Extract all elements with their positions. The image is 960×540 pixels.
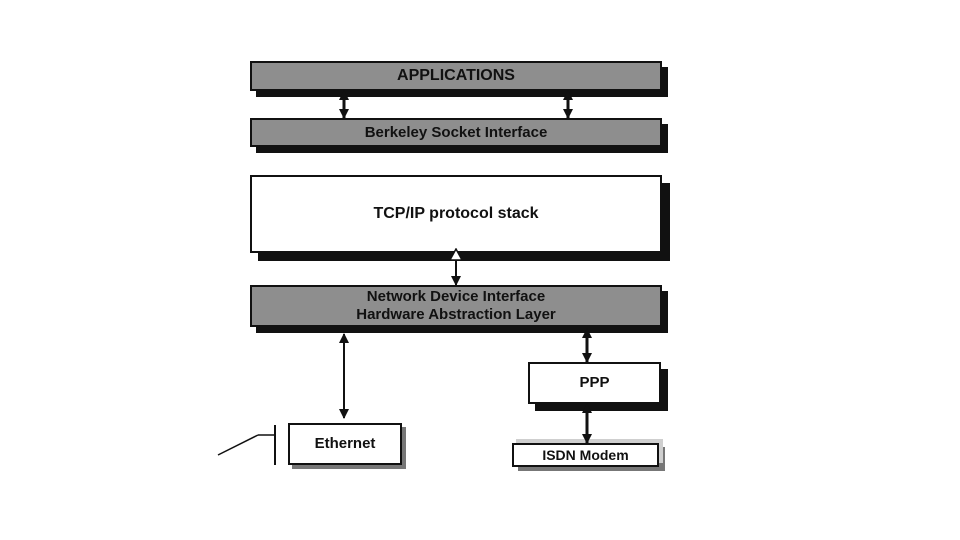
socket-interface-label: Berkeley Socket Interface [364, 123, 548, 141]
applications-layer: APPLICATIONS [250, 61, 662, 91]
ndi-label-line1: Network Device Interface [366, 288, 546, 305]
ppp-box: PPP [528, 362, 661, 404]
applications-label: APPLICATIONS [397, 67, 515, 85]
tcpip-stack-box: TCP/IP protocol stack [250, 175, 662, 253]
ethernet-label: Ethernet [314, 435, 376, 452]
socket-interface-layer: Berkeley Socket Interface [250, 118, 662, 147]
ppp-label: PPP [579, 374, 610, 391]
tcpip-stack-label: TCP/IP protocol stack [373, 205, 539, 223]
isdn-modem-box: ISDN Modem [512, 443, 659, 467]
network-device-interface-layer: Network Device Interface Hardware Abstra… [250, 285, 662, 327]
ndi-label-line2: Hardware Abstraction Layer [356, 306, 556, 323]
ethernet-cable [217, 425, 276, 465]
ethernet-box: Ethernet [288, 423, 402, 465]
isdn-modem-label: ISDN Modem [542, 446, 629, 463]
